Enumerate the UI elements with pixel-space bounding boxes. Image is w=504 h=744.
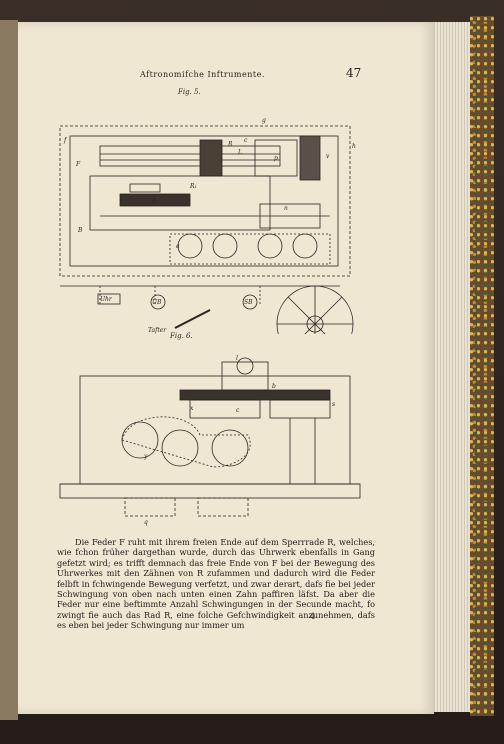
outer-case (59, 125, 351, 277)
fig5-label-L: L (237, 149, 242, 156)
clockwork-box (89, 175, 271, 231)
fig5-label-sb: SB (244, 299, 253, 306)
book-cover-left (0, 20, 18, 720)
fig5-label-n: n (284, 205, 288, 212)
fig5-label-uhr: Uhr (100, 296, 113, 303)
fig6-label-q: q (144, 519, 148, 526)
fig5-label-h: h (352, 143, 356, 150)
fig5-label-F: F (75, 161, 81, 168)
book-page (18, 22, 434, 714)
lever-A (119, 193, 191, 207)
running-head: Aftronomifche Inftrumente. (140, 70, 265, 79)
fig5-label-p: p (274, 155, 278, 162)
uhr-box (97, 293, 121, 305)
sb-circle (242, 294, 258, 310)
figure-5-title: Fig. 5. (178, 88, 201, 96)
fig6-label-y: y (143, 453, 148, 460)
p-block (254, 139, 298, 177)
marbled-board (470, 16, 494, 716)
right-drum (299, 135, 321, 181)
fig6-label-s: s (332, 401, 335, 408)
fig5-label-a: a (176, 243, 180, 250)
fig5-label-A: A (151, 198, 157, 205)
ub-circle (150, 294, 166, 310)
upper-mechanism (221, 361, 269, 391)
fig5-label-B: B (77, 227, 83, 234)
fig6-label-x: x (190, 405, 194, 412)
page-number: 47 (346, 66, 362, 80)
page-edges (432, 22, 470, 712)
fig5-label-g: g (262, 117, 266, 124)
body-text: Die Feder F ruht mit ihrem freien Ende a… (57, 537, 375, 631)
fig5-label-f: f (63, 137, 68, 144)
drum (199, 139, 223, 177)
fig6-label-c: c (236, 407, 240, 414)
top-bar (179, 389, 331, 401)
base-plate (59, 483, 361, 499)
n-block (259, 203, 321, 229)
fig5-label-v: v (326, 153, 330, 160)
inner-frame (69, 135, 339, 267)
fig5-label-ub: UB (152, 299, 162, 306)
signature-mark: 4 (310, 612, 316, 621)
top-rail (99, 145, 281, 167)
figure-6-diagram: l b c s x y q (59, 355, 361, 526)
fig5-label-R: R (227, 141, 233, 148)
body-paragraph: Die Feder F ruht mit ihrem freien Ende a… (57, 537, 375, 631)
fig6-label-l: l (236, 355, 238, 362)
fig5-label-R1: R₁ (189, 183, 197, 190)
fig6-label-b: b (272, 383, 276, 390)
fig5-label-c: c (244, 137, 248, 144)
figure-6-title: Fig. 6. (170, 332, 193, 340)
figure-5-diagram: g h f F R L c p v R₁ A n B a Uhr UB SB T… (59, 117, 356, 334)
fig5-label-taster: Tafter (148, 327, 167, 334)
